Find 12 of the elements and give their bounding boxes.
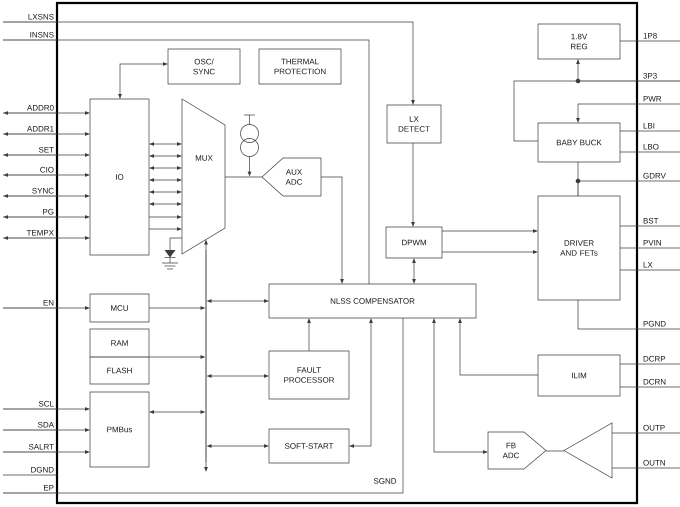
connector-line: [546, 450, 564, 452]
connector-line: [578, 300, 680, 330]
connector-line: [578, 180, 680, 196]
connector-line: [2, 40, 370, 284]
chip-outline: [56, 2, 638, 504]
connector-line: [620, 386, 680, 388]
connector-line: [224, 176, 262, 178]
connector-line: [620, 130, 680, 132]
connector-line: [2, 318, 404, 494]
connector-line: [612, 432, 680, 434]
connector-line: [514, 80, 680, 142]
connector-line: [620, 40, 680, 42]
